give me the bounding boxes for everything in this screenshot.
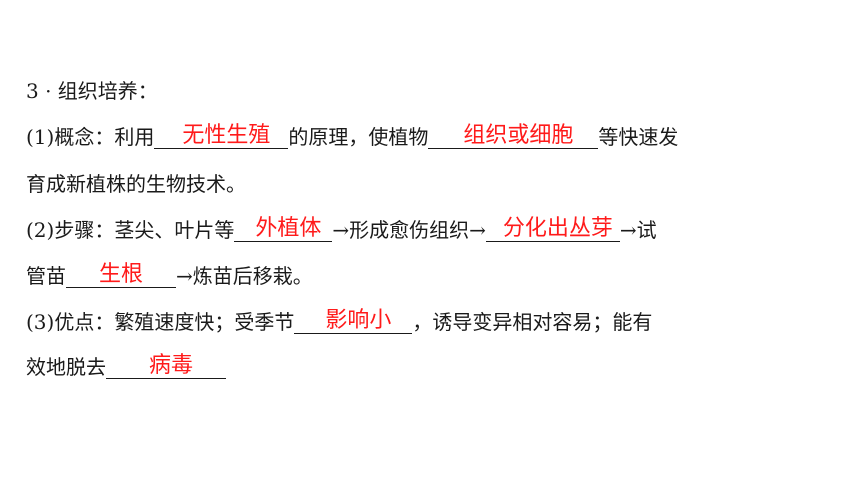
concept-line-continued: 育成新植株的生物技术。: [26, 170, 246, 198]
steps-label: (2)步骤：茎尖、叶片等: [26, 218, 235, 242]
blank-underline: [66, 287, 176, 288]
blank-underline: [428, 148, 599, 149]
answer-explant: 外植体: [255, 216, 322, 241]
fill-blank-4: 分化出丛芽: [485, 216, 620, 244]
fill-blank-3: 外植体: [234, 216, 333, 244]
answer-rooting: 生根: [98, 262, 143, 287]
concept-label: (1)概念：利用: [26, 125, 155, 149]
fill-blank-1: 无性生殖: [154, 123, 289, 151]
steps-line: (2)步骤：茎尖、叶片等外植体 →形成愈伤组织→ 分化出丛芽→试: [26, 216, 657, 244]
steps-text-mid: →形成愈伤组织→: [332, 218, 486, 242]
advantages-text-continued: 效地脱去: [26, 355, 106, 379]
concept-text-mid: 的原理，使植物: [288, 125, 429, 149]
concept-text-end: 等快速发: [598, 125, 679, 149]
answer-asexual-reproduction: 无性生殖: [182, 123, 271, 148]
concept-line: (1)概念：利用 无性生殖的原理，使植物 组织或细胞等快速发: [26, 123, 678, 151]
answer-little-influence: 影响小: [325, 308, 392, 333]
advantages-line: (3)优点：繁殖速度快；受季节 影响小 ，诱导变异相对容易；能有: [26, 308, 652, 336]
blank-underline: [294, 333, 413, 334]
advantages-line-continued: 效地脱去 病毒: [26, 353, 226, 381]
answer-differentiate-buds: 分化出丛芽: [502, 216, 613, 241]
heading-text: 3 · 组织培养：: [26, 79, 158, 103]
fill-blank-2: 组织或细胞: [428, 123, 599, 151]
concept-text-continued: 育成新植株的生物技术。: [26, 172, 246, 196]
blank-underline: [106, 378, 226, 379]
steps-line-continued: 管苗 生根 →炼苗后移栽。: [26, 262, 313, 290]
fill-blank-5: 生根: [66, 262, 176, 290]
blank-underline: [234, 241, 333, 242]
steps-text-final: →炼苗后移栽。: [176, 264, 313, 288]
advantages-label: (3)优点：繁殖速度快；受季节: [26, 310, 295, 334]
answer-tissue-or-cell: 组织或细胞: [463, 123, 574, 148]
steps-text-start: 管苗: [26, 264, 66, 288]
blank-underline: [485, 241, 620, 242]
blank-underline: [154, 148, 289, 149]
fill-blank-6: 影响小: [294, 308, 413, 336]
advantages-text-end: ，诱导变异相对容易；能有: [412, 310, 653, 334]
fill-blank-7: 病毒: [106, 353, 226, 381]
section-heading: 3 · 组织培养：: [26, 77, 158, 105]
answer-virus: 病毒: [148, 353, 193, 378]
steps-text-end: →试: [619, 218, 657, 242]
